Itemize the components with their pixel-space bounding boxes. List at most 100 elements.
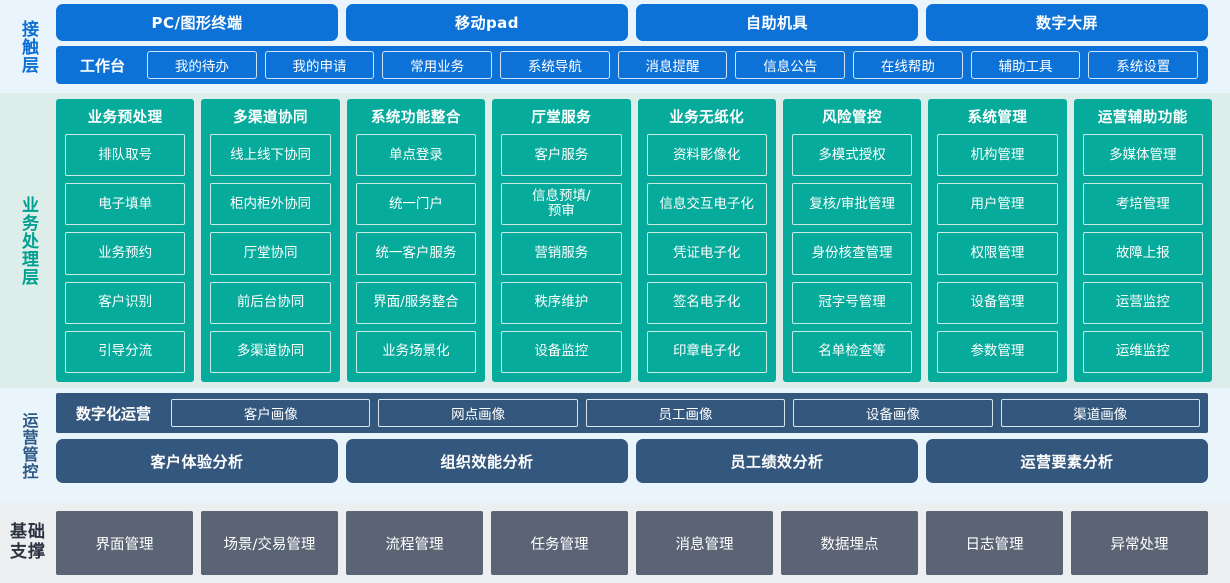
channel-chip-mobile-pad[interactable]: 移动pad: [346, 4, 628, 41]
business-item[interactable]: 客户服务: [501, 134, 622, 177]
business-item[interactable]: 柜内柜外协同: [210, 183, 331, 226]
business-column-title: 运营辅助功能: [1097, 110, 1188, 126]
foundation-chip-log-management[interactable]: 日志管理: [926, 511, 1063, 575]
business-item[interactable]: 考培管理: [1082, 183, 1203, 226]
layer-contact-body: PC/图形终端 移动pad 自助机具 数字大屏 工作台 我的待办 我的申请 常用…: [56, 4, 1230, 89]
portrait-chip-customer[interactable]: 客户画像: [171, 399, 371, 427]
layer-foundation-label: 基础 支撑: [0, 511, 56, 575]
business-column-items: 多模式授权 复核/审批管理 身份核查管理 冠字号管理 名单检查等: [791, 134, 913, 374]
business-column-title: 厅堂服务: [531, 110, 592, 126]
business-item[interactable]: 用户管理: [937, 183, 1058, 226]
analysis-chip-org-effectiveness[interactable]: 组织效能分析: [346, 439, 628, 483]
foundation-chip-data-tracking[interactable]: 数据埋点: [781, 511, 918, 575]
business-item[interactable]: 秩序维护: [501, 281, 622, 324]
portrait-chip-branch[interactable]: 网点画像: [378, 399, 578, 427]
layer-foundation-body: 界面管理 场景/交易管理 流程管理 任务管理 消息管理 数据埋点 日志管理 异常…: [56, 511, 1230, 575]
channel-chip-pc[interactable]: PC/图形终端: [56, 4, 338, 41]
foundation-chip-process-management[interactable]: 流程管理: [346, 511, 483, 575]
business-item[interactable]: 设备监控: [501, 330, 622, 374]
business-item[interactable]: 多模式授权: [791, 134, 913, 177]
business-item[interactable]: 统一客户服务: [355, 232, 477, 275]
business-item[interactable]: 权限管理: [937, 232, 1058, 275]
business-column-items: 排队取号 电子填单 业务预约 客户识别 引导分流: [65, 134, 186, 374]
business-item[interactable]: 印章电子化: [646, 330, 767, 374]
workbench-item-my-todo[interactable]: 我的待办: [147, 51, 257, 79]
portrait-chip-channel[interactable]: 渠道画像: [1000, 399, 1200, 427]
workbench-item-system-settings[interactable]: 系统设置: [1088, 51, 1199, 79]
business-column-risk-control: 风险管控 多模式授权 复核/审批管理 身份核查管理 冠字号管理 名单检查等: [782, 99, 922, 382]
channel-chip-digital-screen[interactable]: 数字大屏: [926, 4, 1208, 41]
portrait-chip-employee[interactable]: 员工画像: [585, 399, 786, 427]
layer-operations-label: 运营管控: [19, 411, 39, 480]
workbench-item-message-reminder[interactable]: 消息提醒: [617, 51, 728, 79]
workbench-item-aux-tools[interactable]: 辅助工具: [970, 51, 1081, 79]
business-column-title: 系统功能整合: [370, 110, 461, 126]
layer-business-label: 业务处理层: [18, 195, 39, 286]
foundation-chip-message-management[interactable]: 消息管理: [636, 511, 773, 575]
workbench-item-announcement[interactable]: 信息公告: [735, 51, 846, 79]
business-item[interactable]: 统一门户: [355, 183, 477, 226]
business-item[interactable]: 电子填单: [65, 183, 186, 226]
workbench-item-system-navigation[interactable]: 系统导航: [500, 51, 610, 79]
business-item[interactable]: 复核/审批管理: [791, 183, 913, 226]
business-item[interactable]: 业务场景化: [355, 330, 477, 374]
foundation-chip-task-management[interactable]: 任务管理: [491, 511, 628, 575]
business-item[interactable]: 厅堂协同: [210, 232, 331, 275]
business-item[interactable]: 营销服务: [501, 232, 622, 275]
business-item[interactable]: 运营监控: [1082, 281, 1203, 324]
business-column-title: 业务无纸化: [669, 110, 745, 126]
workbench-item-common-business[interactable]: 常用业务: [382, 51, 493, 79]
layer-contact: 接触层 PC/图形终端 移动pad 自助机具 数字大屏 工作台 我的待办 我的申…: [0, 0, 1230, 93]
analysis-chip-employee-performance[interactable]: 员工绩效分析: [636, 439, 918, 483]
business-column-items: 单点登录 统一门户 统一客户服务 界面/服务整合 业务场景化: [355, 134, 477, 374]
layer-contact-label: 接触层: [18, 19, 39, 74]
business-item[interactable]: 前后台协同: [210, 281, 331, 324]
business-item[interactable]: 排队取号: [65, 134, 186, 177]
business-column-multichannel: 多渠道协同 线上线下协同 柜内柜外协同 厅堂协同 前后台协同 多渠道协同: [201, 99, 340, 382]
channel-chip-self-service[interactable]: 自助机具: [636, 4, 918, 41]
business-item[interactable]: 线上线下协同: [210, 134, 331, 177]
business-item[interactable]: 运维监控: [1082, 330, 1203, 374]
business-item[interactable]: 参数管理: [937, 330, 1058, 374]
business-item[interactable]: 多媒体管理: [1082, 134, 1203, 177]
foundation-chip-exception-handling[interactable]: 异常处理: [1071, 511, 1208, 575]
business-item[interactable]: 引导分流: [65, 330, 186, 374]
business-item[interactable]: 界面/服务整合: [355, 281, 477, 324]
business-item[interactable]: 多渠道协同: [210, 330, 331, 374]
workbench-item-online-help[interactable]: 在线帮助: [853, 51, 963, 79]
business-column-title: 系统管理: [967, 110, 1028, 126]
business-item[interactable]: 设备管理: [937, 281, 1058, 324]
business-column-title: 多渠道协同: [233, 110, 309, 126]
business-column-title: 风险管控: [822, 110, 883, 126]
foundation-chip-ui-management[interactable]: 界面管理: [56, 511, 193, 575]
business-item[interactable]: 身份核查管理: [791, 232, 913, 275]
business-item[interactable]: 凭证电子化: [646, 232, 767, 275]
business-item[interactable]: 名单检查等: [791, 330, 913, 374]
business-item[interactable]: 业务预约: [65, 232, 186, 275]
business-column-items: 资料影像化 信息交互电子化 凭证电子化 签名电子化 印章电子化: [646, 134, 767, 374]
business-item[interactable]: 冠字号管理: [791, 281, 913, 324]
business-item[interactable]: 客户识别: [65, 281, 186, 324]
foundation-chip-scene-transaction[interactable]: 场景/交易管理: [201, 511, 338, 575]
business-item[interactable]: 签名电子化: [646, 281, 767, 324]
business-columns: 业务预处理 排队取号 电子填单 业务预约 客户识别 引导分流 多渠道协同 线上线…: [56, 99, 1212, 382]
layer-operations: 运营管控 数字化运营 客户画像 网点画像 员工画像 设备画像 渠道画像 客户体验…: [0, 388, 1230, 503]
portrait-chip-device[interactable]: 设备画像: [793, 399, 993, 427]
layer-foundation-label-line1: 基础: [10, 522, 46, 543]
business-item[interactable]: 信息交互电子化: [646, 183, 767, 226]
analysis-chip-customer-experience[interactable]: 客户体验分析: [56, 439, 338, 483]
business-item[interactable]: 故障上报: [1082, 232, 1203, 275]
business-column-ops-support: 运营辅助功能 多媒体管理 考培管理 故障上报 运营监控 运维监控: [1073, 99, 1212, 382]
business-column-lobby-service: 厅堂服务 客户服务 信息预填/ 预审 营销服务 秩序维护 设备监控: [492, 99, 631, 382]
business-column-paperless: 业务无纸化 资料影像化 信息交互电子化 凭证电子化 签名电子化 印章电子化: [637, 99, 776, 382]
layer-operations-body: 数字化运营 客户画像 网点画像 员工画像 设备画像 渠道画像 客户体验分析 组织…: [56, 393, 1230, 498]
workbench-item-my-application[interactable]: 我的申请: [264, 51, 375, 79]
layer-foundation-label-line2: 支撑: [10, 542, 46, 562]
business-column-items: 线上线下协同 柜内柜外协同 厅堂协同 前后台协同 多渠道协同: [210, 134, 331, 374]
business-item[interactable]: 单点登录: [355, 134, 477, 177]
business-item[interactable]: 机构管理: [937, 134, 1058, 177]
analysis-chip-operating-factors[interactable]: 运营要素分析: [926, 439, 1208, 483]
business-item[interactable]: 信息预填/ 预审: [501, 183, 622, 226]
business-item[interactable]: 资料影像化: [646, 134, 767, 177]
